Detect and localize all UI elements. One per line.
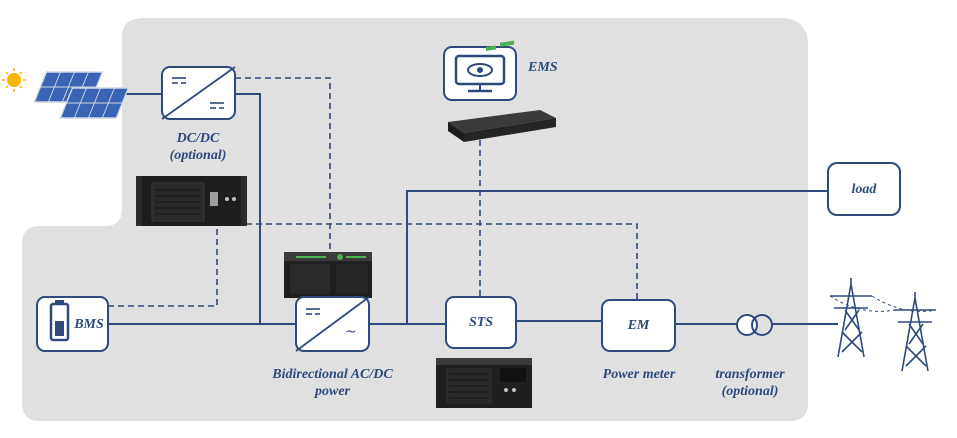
bms-label: BMS — [74, 317, 104, 332]
transformer-label: transformer (optional) — [700, 366, 800, 400]
solar-panel-icon — [33, 71, 130, 119]
ems-label: EMS — [528, 60, 558, 75]
bidirectional-acdc-title: Bidirectional AC/DC — [272, 367, 393, 382]
sts-device-image — [436, 358, 532, 408]
bus-to-load-line — [406, 190, 828, 324]
pcs-device-image — [284, 252, 372, 298]
em-box — [601, 299, 676, 352]
load-label: load — [851, 182, 877, 197]
bidirectional-acdc-label: Bidirectional AC/DC power — [250, 366, 415, 400]
monitor-eye-icon — [443, 46, 517, 101]
transformer-optional: (optional) — [721, 384, 779, 399]
battery-icon — [49, 300, 70, 342]
bms-box — [36, 296, 109, 352]
sts-box — [445, 296, 517, 349]
dcdc-device-image — [136, 176, 247, 226]
dcdc-title: DC/DC — [176, 131, 220, 146]
transmission-tower-icon — [829, 278, 937, 372]
sts-label: STS — [468, 315, 494, 330]
em-label: EM — [627, 318, 650, 333]
ems-gateway-device-image — [448, 40, 556, 142]
bidirectional-acdc-power: power — [315, 384, 350, 399]
bidirectional-acdc-box: ~ — [295, 296, 370, 352]
dcdc-optional: (optional) — [169, 148, 227, 163]
ac-symbol: ~ — [345, 324, 357, 340]
load-box — [827, 162, 901, 216]
dcdc-converter-box — [161, 66, 236, 120]
sun-icon — [2, 68, 26, 92]
power-lines — [108, 93, 838, 325]
transformer-title: transformer — [715, 367, 785, 382]
dcdc-label: DC/DC (optional) — [150, 130, 246, 164]
dcdc-comm-line — [235, 77, 331, 250]
dcdc-to-bus-line — [235, 93, 261, 324]
power-meter-label: Power meter — [602, 367, 676, 382]
transformer-icon — [736, 314, 773, 336]
